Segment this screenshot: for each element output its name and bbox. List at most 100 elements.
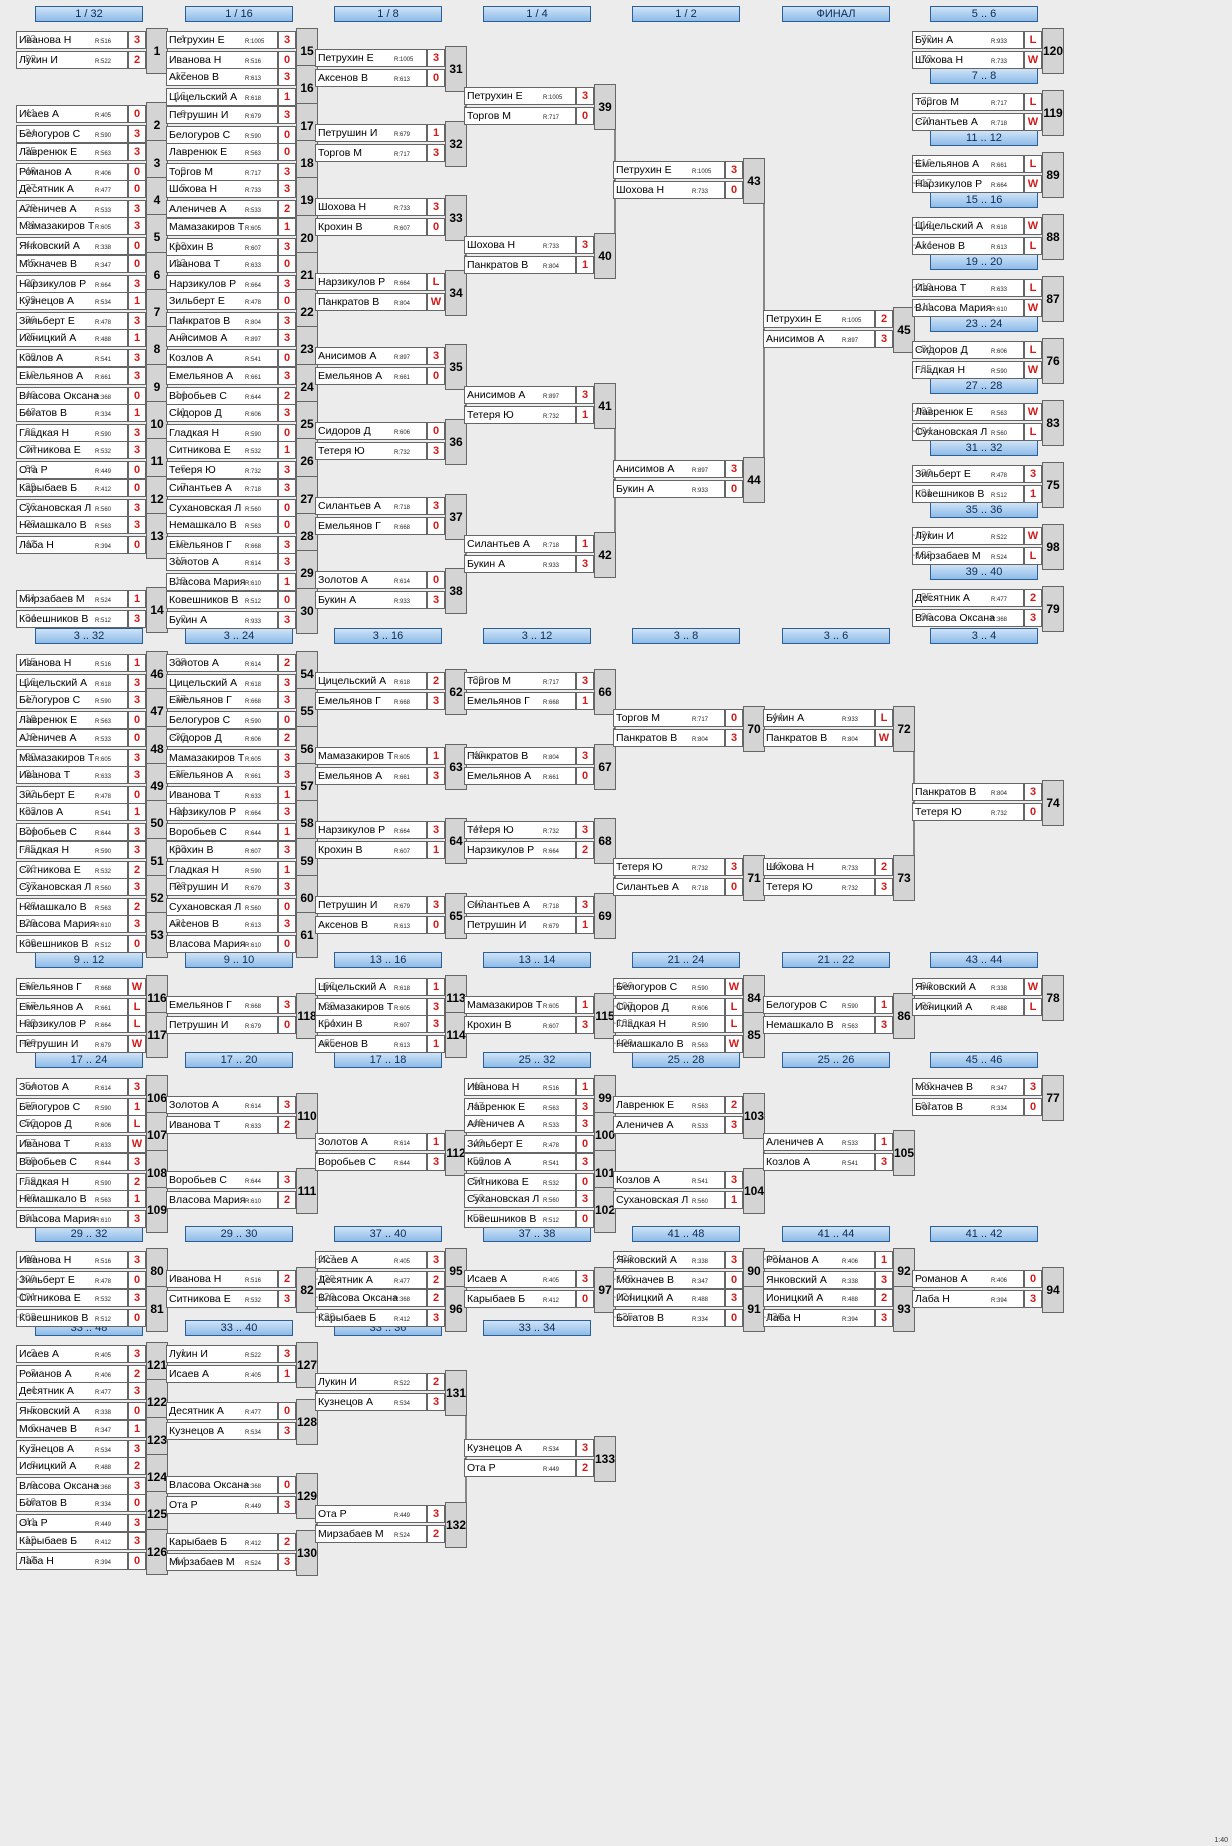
match-number[interactable]: 18 <box>296 140 318 186</box>
match-number[interactable]: 78 <box>1042 975 1064 1021</box>
match-number[interactable]: 69 <box>594 893 616 939</box>
match-number[interactable]: 20 <box>296 215 318 261</box>
match-number[interactable]: 120 <box>1042 28 1064 74</box>
match-number[interactable]: 107 <box>146 1112 168 1158</box>
match-number[interactable]: 58 <box>296 800 318 846</box>
match-number[interactable]: 55 <box>296 688 318 734</box>
match-number[interactable]: 43 <box>743 158 765 204</box>
match-number[interactable]: 133 <box>594 1436 616 1482</box>
match-number[interactable]: 76 <box>1042 338 1064 384</box>
match-number[interactable]: 111 <box>296 1168 318 1214</box>
match-number[interactable]: 13 <box>146 513 168 559</box>
match-number[interactable]: 85 <box>743 1012 765 1058</box>
match-number[interactable]: 103 <box>743 1093 765 1139</box>
match-number[interactable]: 39 <box>594 84 616 130</box>
match-number[interactable]: 87 <box>1042 276 1064 322</box>
match-number[interactable]: 118 <box>296 993 318 1039</box>
match-number[interactable]: 73 <box>893 855 915 901</box>
match-number[interactable]: 33 <box>445 195 467 241</box>
match-number[interactable]: 98 <box>1042 524 1064 570</box>
match-number[interactable]: 83 <box>1042 400 1064 446</box>
match-number[interactable]: 42 <box>594 532 616 578</box>
match-number[interactable]: 72 <box>893 706 915 752</box>
match-number[interactable]: 81 <box>146 1286 168 1332</box>
match-number[interactable]: 132 <box>445 1502 467 1548</box>
